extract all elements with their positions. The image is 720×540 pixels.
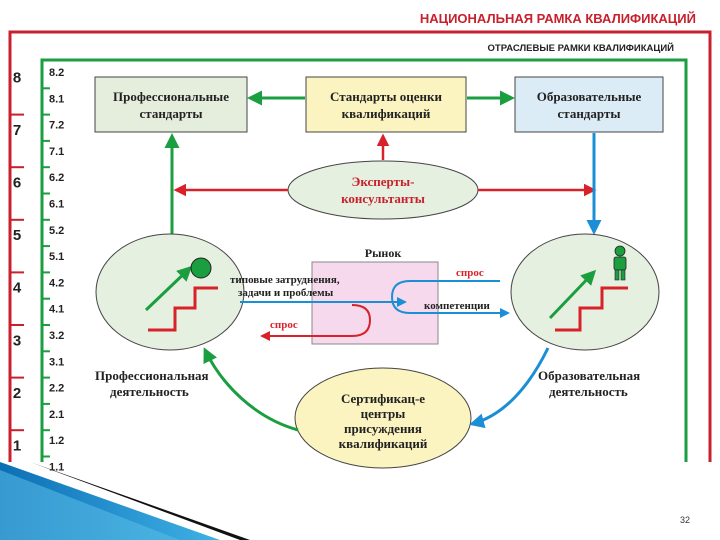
- level-label: 4: [13, 280, 22, 297]
- level-label: 1: [13, 438, 21, 455]
- level-label: 2: [13, 385, 21, 402]
- edu-standards-line2: стандарты: [558, 106, 621, 121]
- sublevel-label: 2.1: [49, 409, 64, 421]
- edu-growth-arrow: [548, 269, 597, 320]
- industry-frame: [40, 58, 688, 462]
- prof-stairs: [148, 286, 218, 332]
- prof-standards-line2: стандарты: [140, 106, 203, 121]
- sublevel-label: 1.1: [49, 462, 64, 474]
- page-number: 32: [680, 515, 691, 525]
- certification-line2: центры: [361, 406, 406, 421]
- footer-triangle-black: [30, 462, 250, 540]
- sublevel-label: 4.2: [49, 277, 64, 289]
- prof-activity-line1: Профессиональная: [95, 368, 209, 383]
- sublevel-label: 3.1: [49, 356, 64, 368]
- prof-activity-ellipse: [95, 233, 245, 351]
- typical-problems-line1: типовые затруднения,: [230, 274, 340, 286]
- framework-subtitle: ОТРАСЛЕВЫЕ РАМКИ КВАЛИФИКАЦИЙ: [488, 42, 675, 54]
- edu-standards-line1: Образовательные: [537, 89, 642, 104]
- prof-standards-line1: Профессиональные: [113, 89, 229, 104]
- prof-activity-line2: деятельность: [110, 384, 189, 399]
- sublevel-label: 4.1: [49, 304, 64, 316]
- edu-activity-line1: Образовательная: [538, 368, 640, 383]
- sublevel-label: 7.1: [49, 146, 64, 158]
- national-frame: [8, 30, 712, 462]
- sublevel-label: 6.2: [49, 172, 64, 184]
- sublevel-label: 7.2: [49, 120, 64, 132]
- sublevel-label: 8.1: [49, 93, 64, 105]
- student-icon: [613, 245, 627, 281]
- experts-ellipse: [287, 160, 479, 220]
- typical-problems-line2: задачи и проблемы: [238, 287, 334, 299]
- level-label: 6: [13, 175, 21, 192]
- arrow-edu-to-cert: [469, 347, 550, 429]
- demand-left-label: спрос: [270, 319, 298, 331]
- experts-line1: Эксперты-: [352, 174, 415, 189]
- arrow-demand-right: [390, 280, 510, 318]
- certification-line4: квалификаций: [339, 436, 428, 451]
- sublevel-label: 1.2: [49, 435, 64, 447]
- footer-triangle-light: [0, 470, 180, 540]
- sublevel-label: 2.2: [49, 383, 64, 395]
- sublevel-label: 6.1: [49, 199, 64, 211]
- certification-line3: присуждения: [344, 421, 422, 436]
- demand-right-label: спрос: [456, 267, 484, 279]
- assessment-standards-line1: Стандарты оценки: [330, 89, 442, 104]
- sublevel-label: 5.1: [49, 251, 64, 263]
- edu-stairs: [555, 286, 628, 332]
- assessment-standards-line2: квалификаций: [342, 106, 431, 121]
- level-label: 5: [13, 227, 21, 244]
- level-label: 8: [13, 69, 21, 86]
- sublevel-label: 5.2: [49, 225, 64, 237]
- certification-line1: Сертификац-е: [341, 391, 425, 406]
- competencies-label: компетенции: [424, 300, 490, 312]
- framework-title: НАЦИОНАЛЬНАЯ РАМКА КВАЛИФИКАЦИЙ: [420, 11, 696, 26]
- arrow-demand-left: [260, 304, 372, 341]
- prof-growth-arrow: [144, 265, 193, 312]
- level-label: 3: [13, 332, 21, 349]
- sublevel-label: 3.2: [49, 330, 64, 342]
- arrow-cert-to-prof: [203, 347, 299, 432]
- prof-person-icon: [190, 257, 212, 279]
- prof-standards-box: [94, 76, 248, 133]
- edu-activity-line2: деятельность: [549, 384, 628, 399]
- experts-line2: консультанты: [341, 191, 425, 206]
- level-label: 7: [13, 122, 21, 139]
- edu-standards-box: [514, 76, 664, 133]
- level-scale: 8.2 8.1 7.2 7.1 6.2 6.1 5.2 5.1 4.2 4.1 3.2 3.1 2.2 2…: [10, 67, 64, 484]
- edu-activity-ellipse: [510, 233, 660, 351]
- assessment-standards-box: [305, 76, 467, 133]
- sublevel-label: 8.2: [49, 67, 64, 79]
- market-label: Рынок: [365, 246, 402, 260]
